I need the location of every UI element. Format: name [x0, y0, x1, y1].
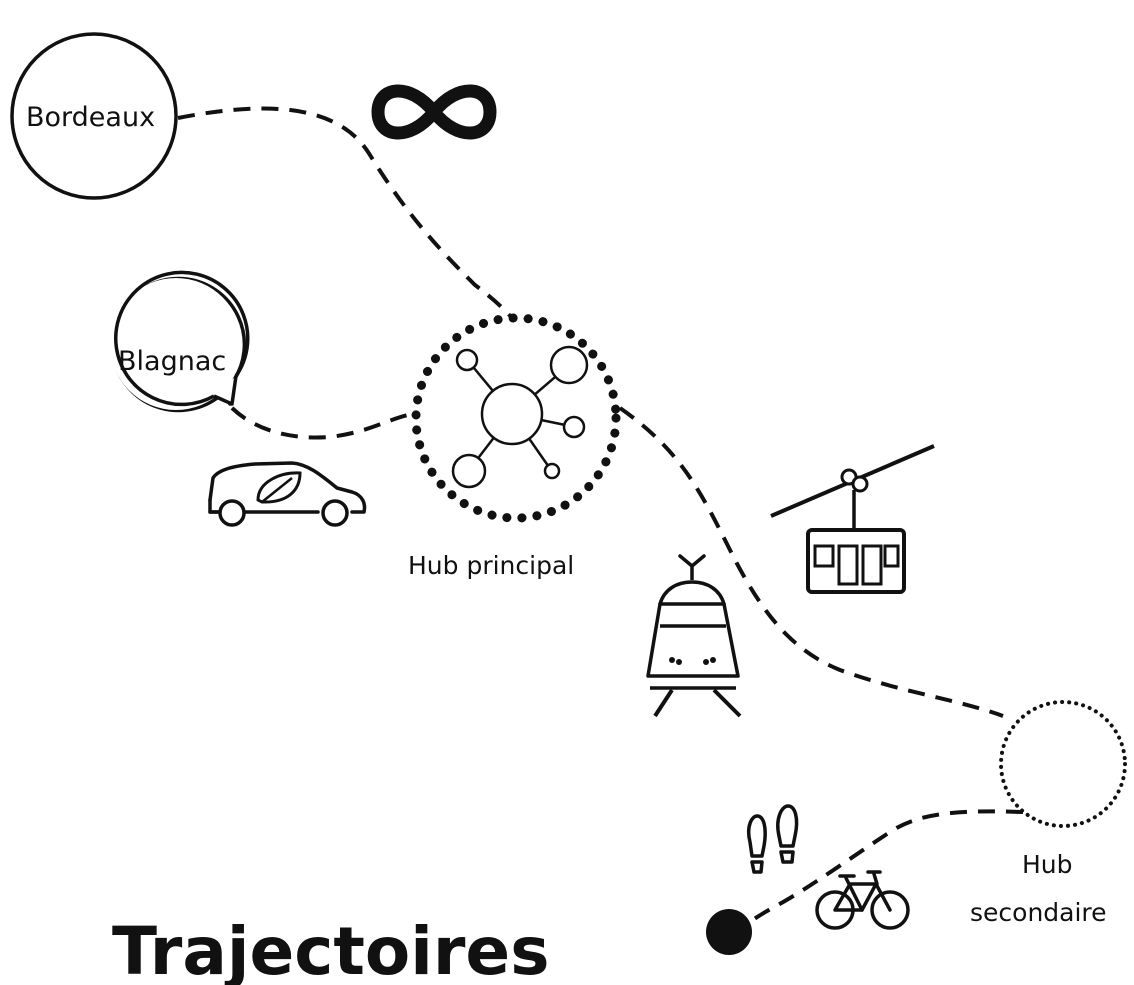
diagram-title: Trajectoires	[112, 913, 549, 985]
hub-secondaire-label-line1: Hub	[1022, 850, 1073, 879]
hub-network-icon	[451, 345, 589, 489]
path-bordeaux-to-hub-principal	[177, 106, 514, 320]
footprints-icon	[746, 804, 799, 874]
node-hub-principal: Hub principal	[408, 313, 621, 580]
hub-secondaire-label-line2: secondaire	[970, 898, 1107, 927]
hub-secondaire-dotted-ring	[999, 700, 1127, 828]
electric-car-icon	[208, 461, 367, 527]
bordeaux-label: Bordeaux	[26, 102, 155, 133]
path-blagnac-to-hub-principal	[230, 406, 413, 440]
infinity-icon	[371, 84, 497, 140]
blagnac-label: Blagnac	[118, 346, 226, 377]
path-hub-principal-to-hub-secondaire	[618, 406, 1004, 718]
hub-principal-dotted-ring	[411, 313, 621, 523]
tram-icon	[646, 554, 742, 718]
node-bordeaux: Bordeaux	[10, 32, 178, 200]
start-point-dot	[706, 909, 752, 955]
hub-principal-label: Hub principal	[408, 551, 574, 580]
cable-car-icon	[770, 444, 935, 594]
node-hub-secondaire: Hub secondaire	[970, 700, 1127, 927]
bordeaux-circle	[10, 32, 178, 200]
path-hub-secondaire-to-start	[748, 809, 1024, 924]
bicycle-icon	[815, 870, 910, 930]
node-blagnac: Blagnac	[110, 270, 250, 413]
